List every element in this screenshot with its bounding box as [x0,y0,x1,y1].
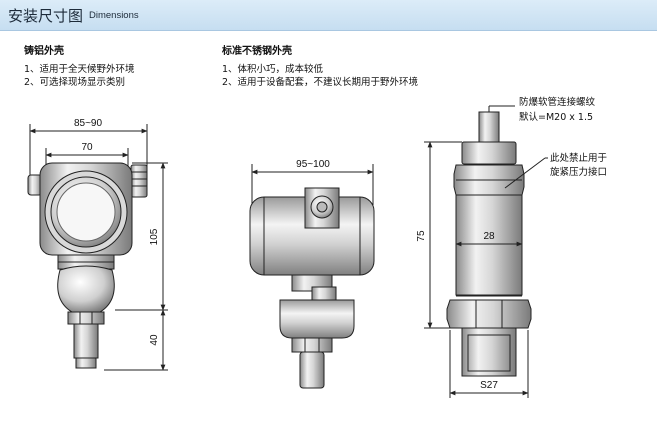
right-section-title: 标准不锈钢外壳 [222,46,292,57]
right-section-line-2: 2、适用于设备配套，不建议长期用于野外环境 [222,77,419,88]
section-header: 安装尺寸图 Dimensions [0,0,657,31]
section-subtitle: Dimensions [89,10,139,21]
drawing-stainless [249,164,375,389]
section-title: 安装尺寸图 [8,7,84,25]
left-section-title: 铸铝外壳 [24,46,64,57]
note-thread-line-1: 防爆软管连接螺纹 [519,96,596,108]
dim-inner-width: 70 [81,142,93,153]
right-section-line-1: 1、体积小巧，成本较低 [222,64,324,75]
note-warning-line-1: 此处禁止用于 [550,152,607,164]
drawing-sensor-body [424,105,548,398]
drawing-cast-aluminum [27,124,168,371]
note-warning-line-2: 旋紧压力接口 [550,166,607,178]
dim-bottom: 40 [149,334,160,346]
dim-width: 95~100 [296,159,330,170]
dim-height: 105 [149,228,160,245]
dim-hex-size: S27 [480,380,498,391]
left-section-line-2: 2、可选择现场显示类别 [24,77,126,88]
left-section-line-1: 1、适用于全天候野外环境 [24,64,135,75]
note-thread-line-2: 默认=M20 x 1.5 [519,111,593,123]
dim-body-width: 28 [483,231,495,242]
dim-outer-width: 85~90 [74,118,103,129]
dim-sensor-height: 75 [416,230,427,242]
